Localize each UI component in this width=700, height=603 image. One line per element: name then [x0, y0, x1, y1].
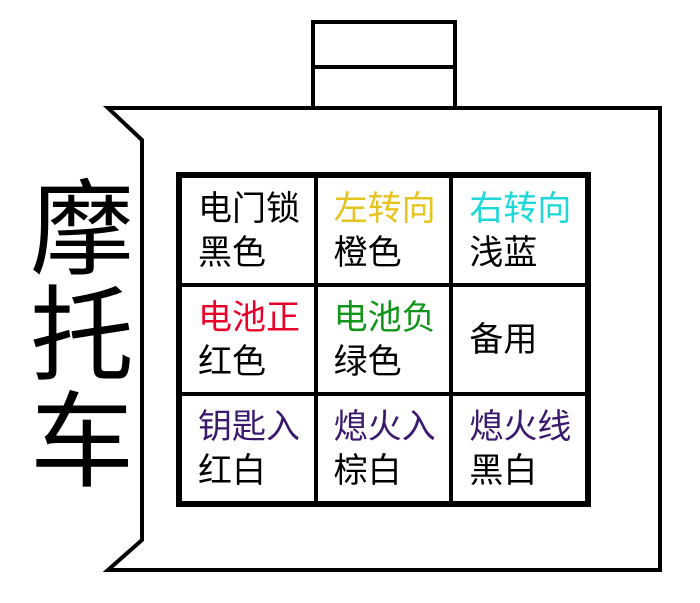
pin-wire-color: 黑色: [198, 232, 266, 273]
pin-wire-color: 红白: [198, 450, 266, 491]
pin-wire-color: 棕白: [333, 450, 402, 491]
pin-wire-color: 黑白: [469, 450, 538, 491]
pin-function: 电池负: [333, 297, 436, 338]
pin-wire-color: 橙色: [333, 232, 402, 273]
pin-function: 电池正: [198, 297, 300, 338]
connector-outer-body: [102, 106, 662, 572]
title-char: 摩: [29, 169, 134, 291]
pin-function: 熄火线: [469, 406, 572, 447]
pin-function: 熄火入: [333, 406, 436, 447]
pin-grid: 电门锁黑色 左转向橙色 右转向浅蓝 电池正红色 电池负绿色 备用 钥匙入红白 熄…: [176, 172, 591, 507]
motorcycle-title: 摩 托 车: [22, 178, 142, 496]
title-char: 托: [29, 275, 134, 397]
pin-function: 钥匙入: [198, 406, 300, 447]
pin-cell-spare: 备用: [451, 285, 587, 394]
title-char: 车: [29, 381, 134, 503]
pin-function: 备用: [469, 319, 538, 360]
pin-cell: 右转向浅蓝: [451, 176, 587, 285]
pin-cell: 钥匙入红白: [180, 394, 316, 503]
pin-cell: 电池负绿色: [315, 285, 452, 394]
pin-cell: 电门锁黑色: [180, 176, 316, 285]
pin-wire-color: 浅蓝: [469, 232, 538, 273]
pin-wire-color: 红色: [198, 341, 266, 382]
pin-function: 右转向: [469, 188, 572, 229]
pin-cell: 左转向橙色: [315, 176, 452, 285]
pin-cell: 熄火入棕白: [315, 394, 452, 503]
pin-cell: 熄火线黑白: [451, 394, 587, 503]
pin-function: 电门锁: [198, 188, 300, 229]
pin-function: 左转向: [333, 188, 436, 229]
pin-cell: 电池正红色: [180, 285, 316, 394]
pin-wire-color: 绿色: [333, 341, 402, 382]
